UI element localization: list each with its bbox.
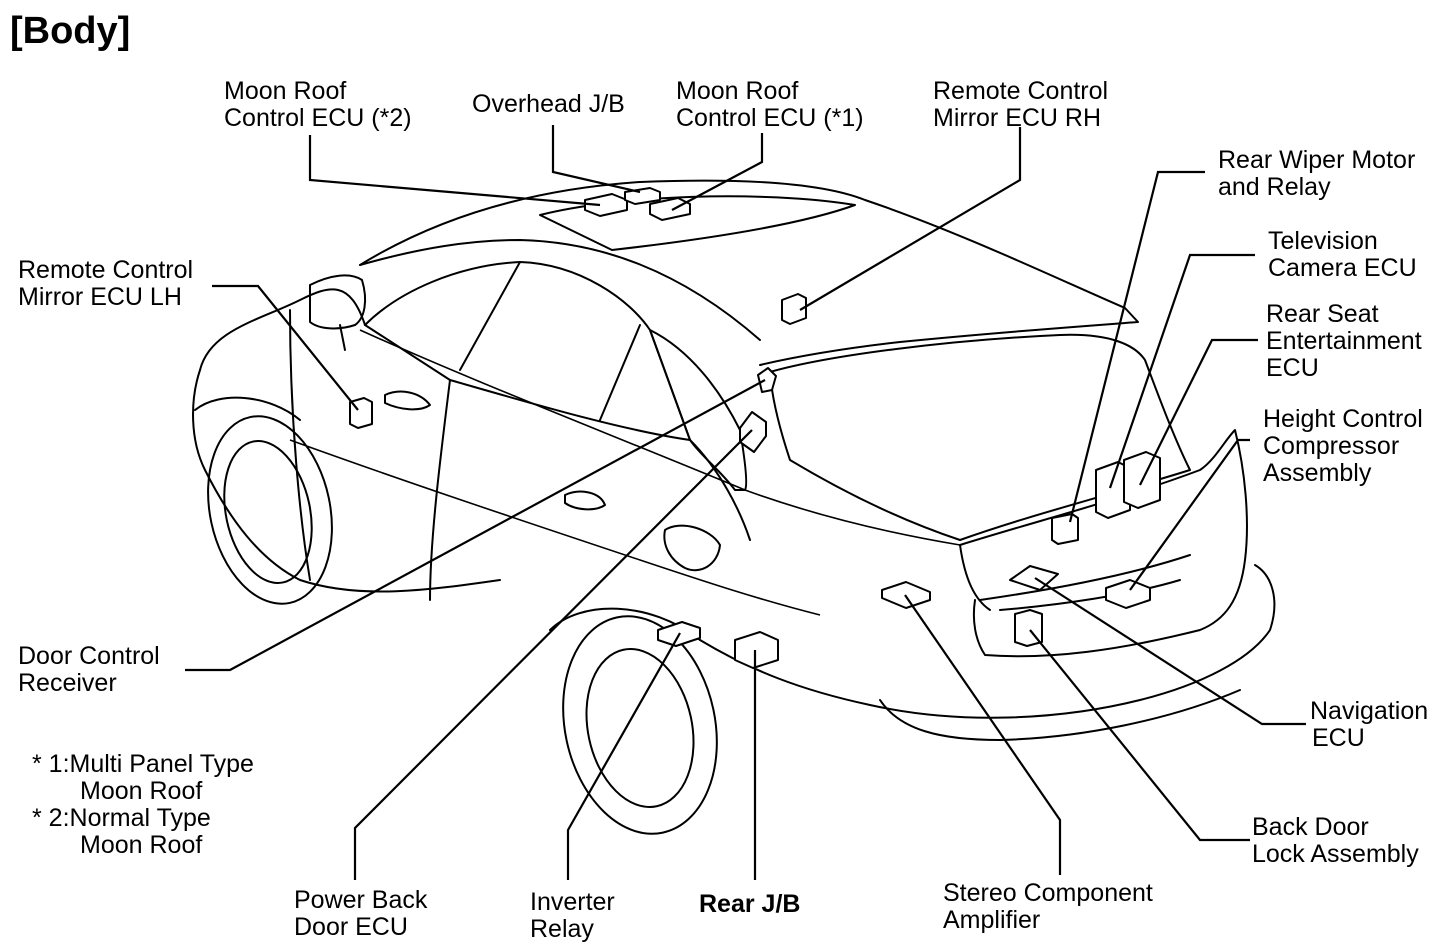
page-title: [Body] [10,10,131,52]
note-1-cont: Moon Roof [80,777,203,805]
label-moon-roof-ecu-1: Moon Roof Control ECU (*1) [676,77,864,132]
label-back-door-lock: Back Door Lock Assembly [1252,813,1419,868]
label-moon-roof-ecu-2: Moon Roof Control ECU (*2) [224,77,412,132]
label-power-back-door-ecu: Power Back Door ECU [294,886,428,941]
label-stereo-amplifier: Stereo Component Amplifier [943,879,1153,934]
footnotes: * 1:Multi Panel Type Moon Roof * 2:Norma… [32,751,254,859]
label-tv-camera: Television Camera ECU [1268,227,1417,282]
label-remote-mirror-lh: Remote Control Mirror ECU LH [18,256,194,311]
leader-lines [185,125,1306,880]
label-rear-seat-entertainment: Rear Seat Entertainment ECU [1266,300,1422,382]
note-1: * 1:Multi Panel Type [32,750,254,778]
label-door-control-receiver: Door Control Receiver [18,642,160,697]
label-inverter-relay: Inverter Relay [530,888,615,943]
label-overhead-jb: Overhead J/B [472,90,625,118]
label-remote-mirror-rh: Remote Control Mirror ECU RH [933,77,1109,132]
label-rear-wiper: Rear Wiper Motor and Relay [1218,146,1416,201]
component-parts [349,187,1161,669]
note-2: * 2:Normal Type [32,804,211,832]
label-rear-jb: Rear J/B [699,890,801,918]
note-2-cont: Moon Roof [80,831,203,859]
label-height-control: Height Control Compressor Assembly [1263,405,1423,487]
label-navigation-ecu: Navigation ECU [1310,697,1429,752]
